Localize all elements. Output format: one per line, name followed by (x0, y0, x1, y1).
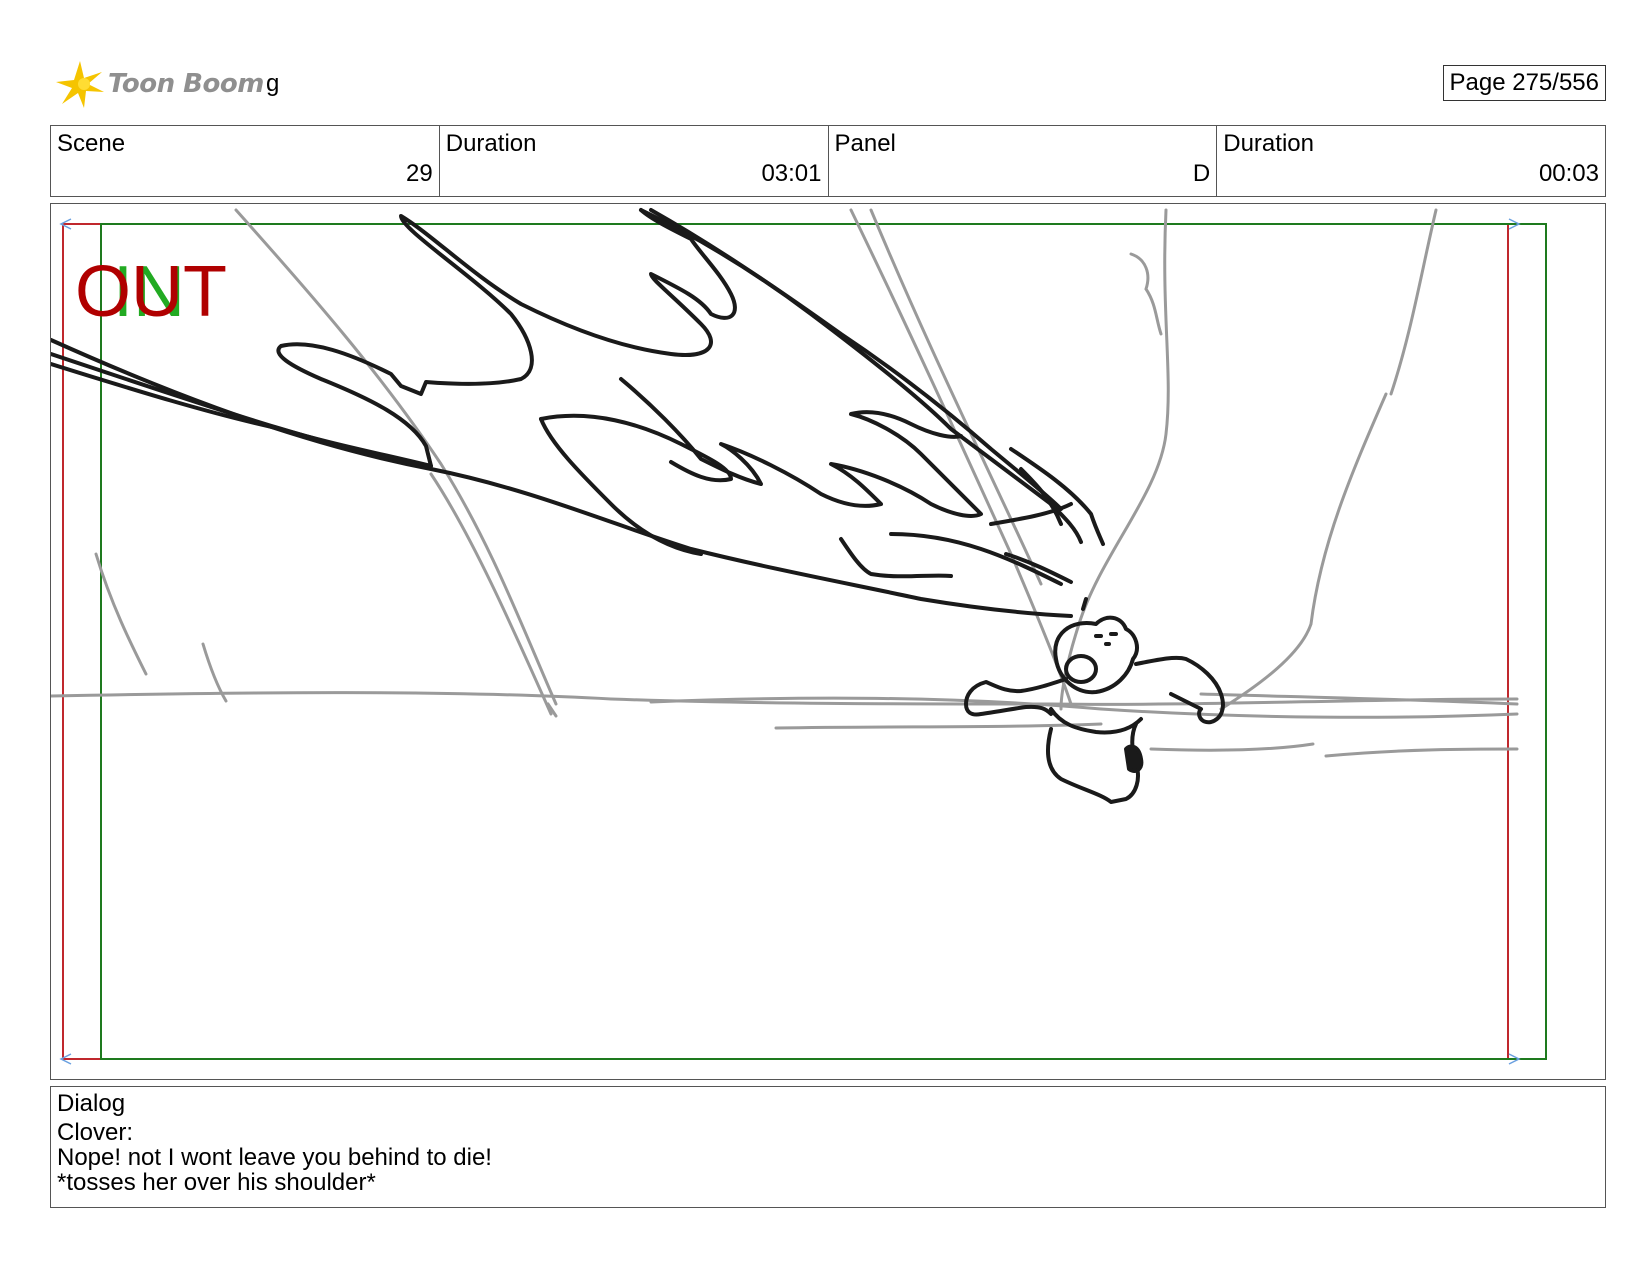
scene-value: 29 (406, 160, 433, 187)
fire-blast-sketch (51, 208, 1105, 618)
panel-label: Panel (834, 130, 896, 157)
star-burst-icon (56, 61, 104, 108)
panel-drawing: IN OUT (51, 208, 1547, 1065)
out-label: OUT (75, 252, 227, 332)
scene-label: Scene (57, 130, 126, 157)
dialog-line: Nope! not I wont leave you behind to die… (57, 1144, 492, 1171)
scene-cell: Scene 29 (51, 126, 440, 196)
toon-boom-logo: Toon Boom (54, 58, 264, 110)
dialog-line: *tosses her over his shoulder* (57, 1169, 376, 1196)
frame-corner-marks (59, 218, 1521, 1065)
panel-duration-label: Duration (1223, 130, 1314, 157)
background-sketch-lines (51, 208, 1519, 758)
panel-duration-cell: Duration 00:03 (1217, 126, 1605, 196)
storyboard-panel: IN OUT (50, 203, 1606, 1080)
scene-duration-cell: Duration 03:01 (440, 126, 829, 196)
panel-duration-value: 00:03 (1538, 160, 1599, 187)
dialog-label: Dialog (57, 1090, 126, 1117)
page-header: Toon Boom g Page 275/556 (50, 50, 1606, 120)
panel-value: D (1192, 160, 1211, 187)
logo-text: Toon Boom (108, 69, 264, 99)
page-number: Page 275/556 (1442, 65, 1606, 101)
in-label: IN (113, 252, 185, 332)
in-frame (100, 223, 1547, 1060)
scene-duration-label: Duration (445, 130, 537, 157)
project-name: g (266, 70, 280, 97)
scene-info-row: Scene 29 Duration 03:01 Panel D Duration… (50, 125, 1606, 197)
dialog-box: Dialog Clover: Nope! not I wont leave yo… (50, 1086, 1606, 1208)
panel-cell: Panel D (829, 126, 1218, 196)
character-sketch (964, 615, 1225, 804)
dialog-line: Clover: (57, 1119, 134, 1146)
scene-duration-value: 03:01 (761, 160, 822, 187)
